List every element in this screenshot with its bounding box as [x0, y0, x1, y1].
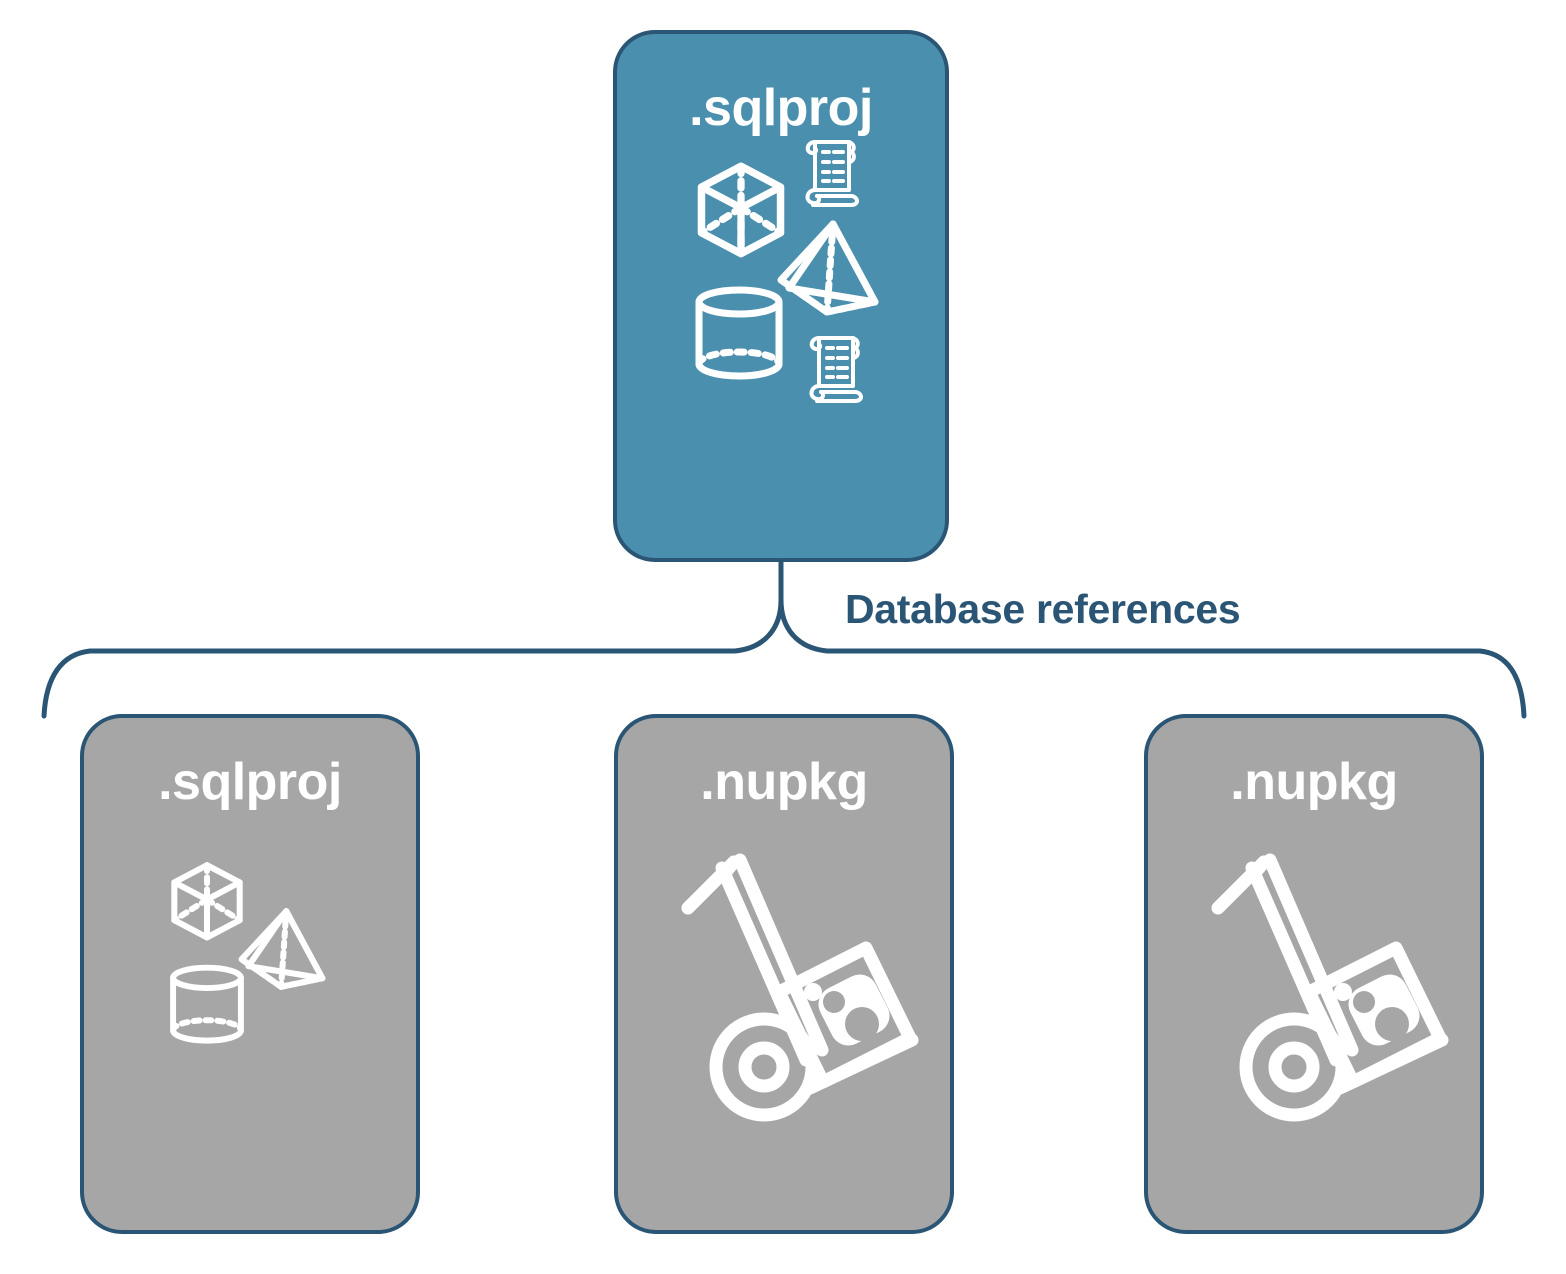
node-root-title: .sqlproj — [689, 79, 873, 137]
hand-truck-package-icon — [1211, 853, 1449, 1122]
node-root-sqlproj[interactable]: .sqlproj — [613, 30, 949, 562]
node-leaf-nupkg-2[interactable]: .nupkg — [1144, 714, 1484, 1234]
cylinder-icon — [695, 286, 783, 380]
root-icon-group — [617, 134, 945, 558]
scroll-icon — [809, 336, 863, 403]
node-leaf-2-title: .nupkg — [700, 753, 868, 811]
pyramid-icon — [777, 220, 879, 316]
node-leaf-sqlproj[interactable]: .sqlproj — [80, 714, 420, 1234]
node-leaf-3-title: .nupkg — [1230, 753, 1398, 811]
leaf-1-icon-group — [84, 808, 416, 1230]
leaf-2-icon-group — [618, 808, 950, 1230]
node-leaf-nupkg-1[interactable]: .nupkg — [614, 714, 954, 1234]
cube-icon — [171, 862, 243, 941]
pyramid-icon — [238, 908, 326, 990]
node-leaf-1-title: .sqlproj — [158, 753, 342, 811]
hand-truck-package-icon — [681, 853, 919, 1122]
leaf-3-icon-group — [1148, 808, 1480, 1230]
scroll-icon — [805, 140, 859, 207]
connector-label: Database references — [845, 586, 1241, 632]
cube-icon — [697, 162, 785, 258]
cylinder-icon — [170, 964, 244, 1044]
